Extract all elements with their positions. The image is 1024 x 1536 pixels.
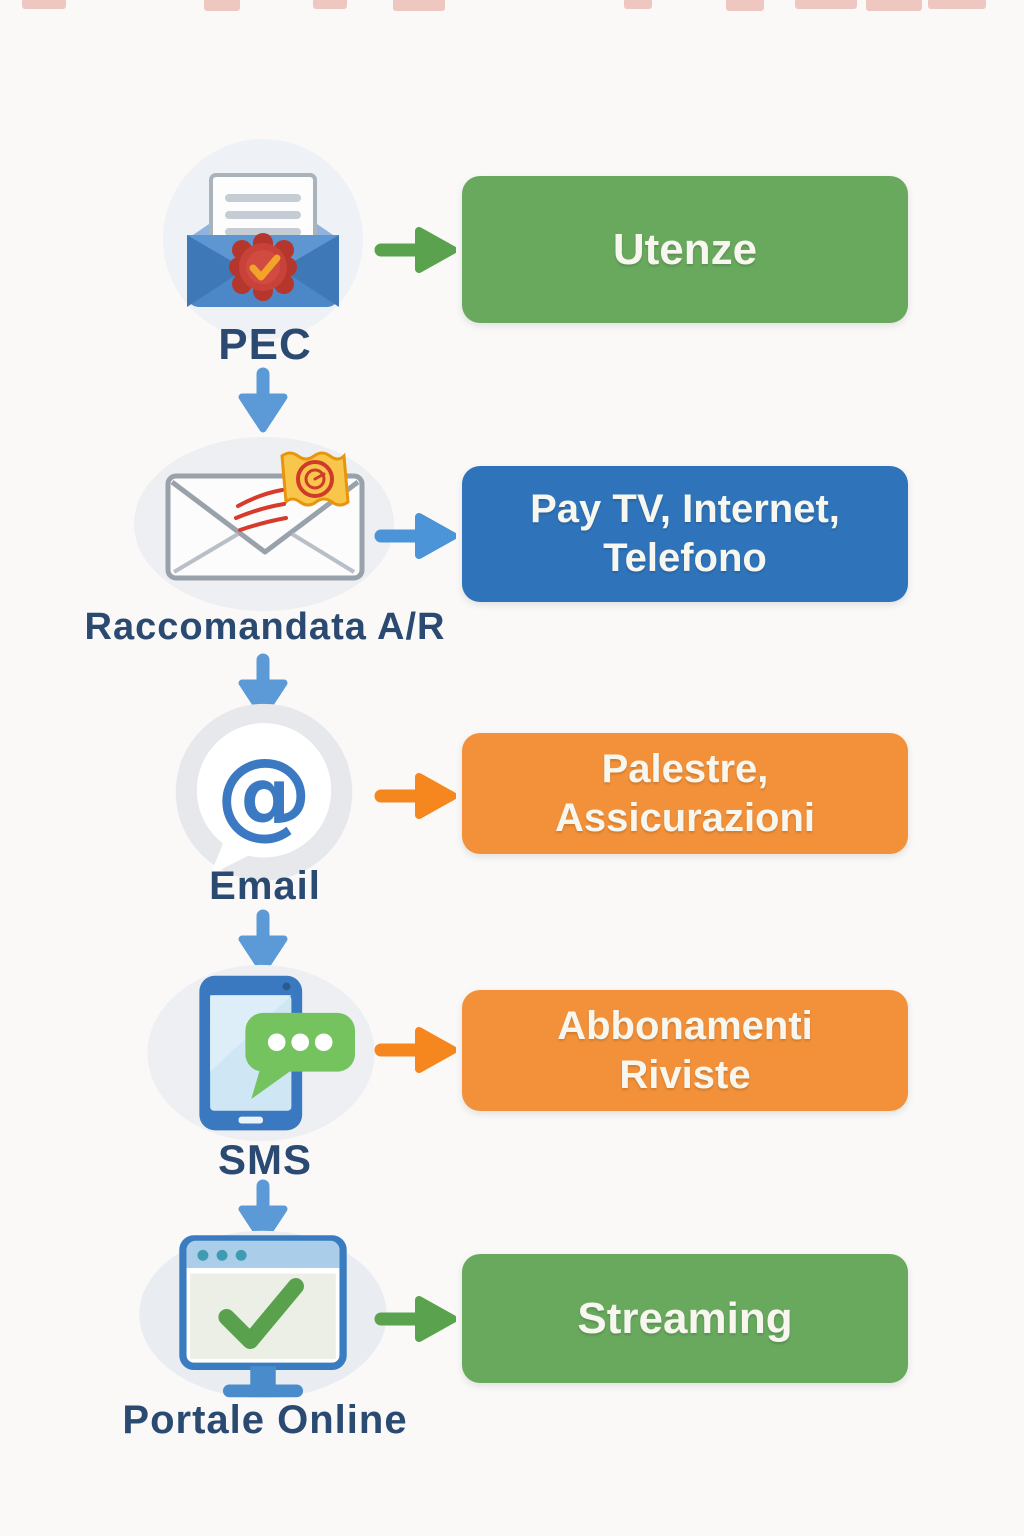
category-label: Palestre, xyxy=(601,746,769,791)
category-label: Pay TV, Internet, xyxy=(530,487,840,532)
category-label-line2: Riviste xyxy=(619,1052,751,1097)
connector-arrow-email-sms xyxy=(238,909,288,975)
connector-arrow-raccomandata-email xyxy=(238,653,288,719)
clipped-text-fragment xyxy=(866,0,922,11)
arrow-raccomandata-to-paytv xyxy=(374,513,456,559)
channel-label-sms: SMS xyxy=(217,1136,312,1183)
online-portal-browser-check-icon xyxy=(125,1228,401,1410)
email-at-bubble-icon: @ xyxy=(168,700,360,892)
category-label: Abbonamenti xyxy=(557,1003,813,1048)
category-box-palestre: Palestre, Assicurazioni xyxy=(462,733,908,854)
registered-mail-envelope-icon xyxy=(130,434,398,614)
clipped-text-fragment xyxy=(204,0,240,11)
category-box-streaming: Streaming xyxy=(462,1254,908,1383)
clipped-text-fragment xyxy=(795,0,857,9)
arrow-email-to-palestre xyxy=(374,773,456,819)
clipped-text-fragment xyxy=(313,0,347,9)
connector-arrow-pec-raccomandata xyxy=(238,367,288,433)
svg-text:@: @ xyxy=(216,738,312,850)
channel-label-portale-online: Portale Online xyxy=(122,1398,408,1442)
category-box-abbonamenti: Abbonamenti Riviste xyxy=(462,990,908,1111)
category-label-line2: Telefono xyxy=(603,536,767,580)
clipped-text-fragment xyxy=(22,0,66,9)
clipped-text-fragment xyxy=(726,0,764,11)
sms-phone-chat-icon xyxy=(145,962,381,1148)
channel-label-pec: PEC xyxy=(218,320,312,369)
channel-label-email: Email xyxy=(209,864,321,908)
arrow-sms-to-abbonamenti xyxy=(374,1027,456,1073)
certified-email-seal-icon xyxy=(152,136,374,348)
category-label: Streaming xyxy=(577,1293,793,1343)
channel-label-raccomandata: Raccomandata A/R xyxy=(84,606,446,648)
clipped-text-fragment xyxy=(928,0,986,9)
category-label-line2: Assicurazioni xyxy=(554,795,816,840)
category-box-paytv: Pay TV, Internet, Telefono xyxy=(462,466,908,602)
arrow-pec-to-utenze xyxy=(374,227,456,273)
clipped-text-fragment xyxy=(624,0,652,9)
category-box-utenze: Utenze xyxy=(462,176,908,323)
clipped-text-fragment xyxy=(393,0,445,11)
connector-arrow-sms-portale xyxy=(238,1179,288,1245)
arrow-portale-to-streaming xyxy=(374,1296,456,1342)
category-label: Utenze xyxy=(612,224,758,274)
